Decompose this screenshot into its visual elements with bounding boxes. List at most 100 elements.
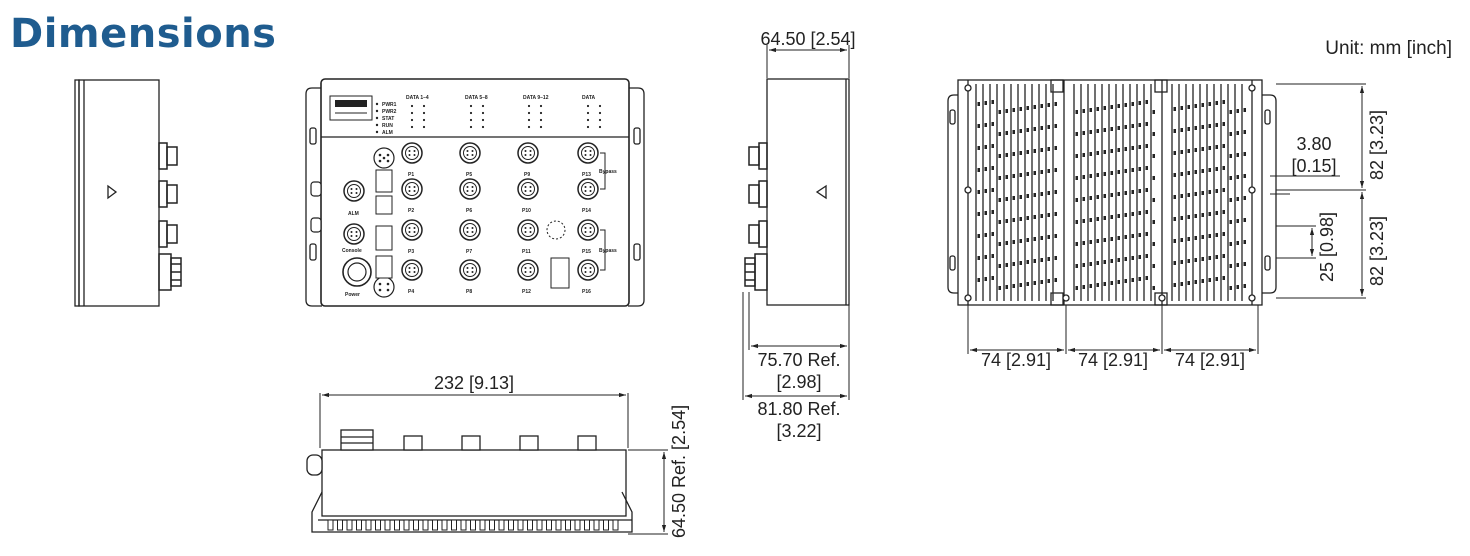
bypass-label: Bypass	[599, 169, 617, 175]
heatsink-mark	[1194, 192, 1197, 196]
heatsink-mark	[1117, 104, 1120, 108]
fin	[546, 519, 552, 531]
heatsink-mark	[1187, 215, 1190, 219]
heatsink-mark	[1131, 256, 1134, 260]
heatsink-mark	[1005, 175, 1008, 179]
port-label: P9	[524, 172, 530, 178]
heatsink-mark	[1201, 169, 1204, 173]
heatsink-mark	[1047, 213, 1050, 217]
led-group-label: DATA 5–8	[465, 95, 488, 101]
dim-ref-75-value: 75.70 Ref.	[757, 350, 840, 370]
heatsink-mark	[1152, 154, 1155, 158]
heatsink-mark	[1082, 263, 1085, 267]
heatsink-mark	[1201, 147, 1204, 151]
heatsink-mark	[1096, 173, 1099, 177]
heatsink-mark	[1110, 127, 1113, 131]
heatsink-mark	[1187, 149, 1190, 153]
heatsink-mark	[1145, 188, 1148, 192]
heatsink-mark	[1005, 153, 1008, 157]
heatsink-mark	[1103, 216, 1106, 220]
heatsink-mark	[1089, 262, 1092, 266]
heatsink-mark	[1026, 150, 1029, 154]
port-label: P12	[522, 289, 531, 295]
heatsink-mark	[1047, 103, 1050, 107]
front-view: PWR1 PWR2 STAT RUN ALM DATA 1–4 DATA 5–8…	[305, 78, 645, 307]
heatsink-mark	[1124, 103, 1127, 107]
heatsink-mark	[1229, 132, 1232, 136]
heatsink-mark	[1012, 218, 1015, 222]
power-label: Power	[345, 292, 360, 298]
heatsink-mark	[1005, 131, 1008, 135]
bottom-view	[306, 392, 668, 535]
heatsink-mark	[1054, 212, 1057, 216]
heatsink-mark	[984, 277, 987, 281]
heatsink-mark	[1222, 188, 1225, 192]
heatsink-mark	[1187, 105, 1190, 109]
heatsink-mark	[1180, 216, 1183, 220]
heatsink-mark	[1229, 198, 1232, 202]
heatsink-mark	[1173, 239, 1176, 243]
heatsink-mark	[1152, 176, 1155, 180]
heatsink-mark	[1033, 105, 1036, 109]
heatsink-mark	[1124, 279, 1127, 283]
heatsink-mark	[998, 132, 1001, 136]
heatsink-mark	[1243, 262, 1246, 266]
heatsink-mark	[1075, 264, 1078, 268]
heatsink-mark	[1187, 259, 1190, 263]
heatsink-mark	[1208, 256, 1211, 260]
heatsink-mark	[1082, 285, 1085, 289]
heatsink-mark	[1110, 171, 1113, 175]
heatsink-mark	[1012, 262, 1015, 266]
dim-pitch-3: 74 [2.91]	[1175, 350, 1245, 370]
heatsink-mark	[1096, 283, 1099, 287]
heatsink-mark	[1243, 152, 1246, 156]
heatsink-mark	[1173, 195, 1176, 199]
heatsink-mark	[1222, 100, 1225, 104]
heatsink-mark	[1138, 167, 1141, 171]
heatsink-mark	[1103, 260, 1106, 264]
heatsink-mark	[1110, 259, 1113, 263]
heatsink-mark	[1131, 234, 1134, 238]
heatsink-mark	[1040, 126, 1043, 130]
fin	[536, 519, 543, 531]
heatsink-mark	[1033, 127, 1036, 131]
heatsink-mark	[1124, 125, 1127, 129]
heatsink-mark	[1180, 194, 1183, 198]
heatsink-mark	[1082, 153, 1085, 157]
heatsink-mark	[998, 286, 1001, 290]
heatsink-mark	[1026, 106, 1029, 110]
heatsink-mark	[1194, 104, 1197, 108]
port-label: P2	[408, 208, 414, 214]
heatsink-mark	[984, 101, 987, 105]
fin	[375, 519, 381, 531]
heatsink-mark	[1145, 232, 1148, 236]
heatsink-mark	[991, 122, 994, 126]
console-label: Console	[342, 248, 362, 254]
heatsink-mark	[1236, 241, 1239, 245]
heatsink-mark	[1243, 240, 1246, 244]
heatsink-mark	[1012, 284, 1015, 288]
led-group-label: DATA 1–4	[406, 95, 429, 101]
heatsink-mark	[1152, 242, 1155, 246]
heatsink-mark	[1082, 241, 1085, 245]
fin	[403, 519, 410, 531]
heatsink-mark	[1089, 218, 1092, 222]
dim-ref-81-inch: [3.22]	[776, 421, 821, 441]
heatsink-mark	[1201, 235, 1204, 239]
port-label: P4	[408, 289, 414, 295]
heatsink-mark	[1180, 106, 1183, 110]
heatsink-mark	[1215, 211, 1218, 215]
heatsink-mark	[1117, 192, 1120, 196]
heatsink-mark	[1040, 280, 1043, 284]
dim-pitch-1: 74 [2.91]	[981, 350, 1051, 370]
heatsink-mark	[1201, 125, 1204, 129]
heatsink-mark	[1047, 147, 1050, 151]
heatsink-mark	[998, 154, 1001, 158]
heatsink-mark	[1236, 285, 1239, 289]
heatsink-mark	[1012, 240, 1015, 244]
heatsink-mark	[1103, 238, 1106, 242]
heatsink-mark	[1047, 235, 1050, 239]
heatsink-mark	[1026, 194, 1029, 198]
heatsink-mark	[984, 123, 987, 127]
